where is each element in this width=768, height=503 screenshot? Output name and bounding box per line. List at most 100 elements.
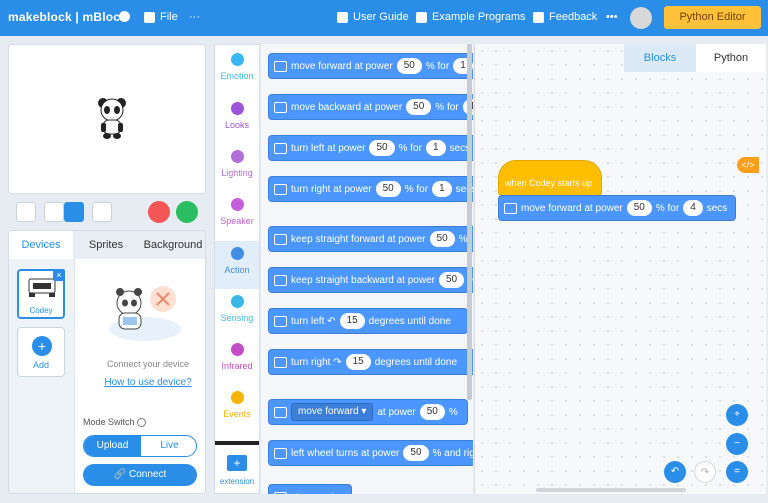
normal-stage-icon[interactable] [64,202,84,222]
add-device-button[interactable]: + Add [17,327,65,377]
block-text: degrees until done [368,315,451,327]
stop-icon[interactable] [148,201,170,223]
panda-sprite[interactable] [97,97,127,139]
category-divider [215,441,259,445]
category-emotion[interactable]: Emotion [215,47,259,95]
link-icon: 🔗 [113,469,127,480]
how-to-use-link[interactable]: How to use device? [104,377,192,388]
category-label: Action [224,265,250,275]
redo-icon[interactable]: ↷ [694,461,716,483]
value-input[interactable]: 50 [375,181,401,197]
green-flag-icon[interactable] [176,201,198,223]
value-input[interactable]: 50 [438,272,465,288]
file-label: File [160,11,178,23]
device-card-codey[interactable]: Codey × [17,269,65,319]
remove-device-icon[interactable]: × [53,269,65,281]
value-input[interactable]: 50 [429,231,455,247]
category-dot-icon [231,391,244,404]
value-input[interactable]: 50 [403,445,429,461]
palette-scrollbar[interactable] [467,44,472,400]
category-dot-icon [231,198,244,211]
more-menu[interactable]: ··· [189,11,200,23]
tab-sprites[interactable]: Sprites [88,239,124,251]
category-label: Sensing [220,313,254,323]
palette-block[interactable]: stop moving [268,484,352,494]
connect-button[interactable]: 🔗 Connect [83,464,197,486]
category-events[interactable]: Events [215,385,259,433]
category-dot-icon [231,295,244,308]
category-speaker[interactable]: Speaker [215,192,259,240]
codey-block-icon [274,274,287,286]
info-icon[interactable] [137,418,147,428]
block-text: move forward at power [291,60,393,72]
value-input[interactable]: 1 [425,140,446,156]
tab-devices[interactable]: Devices [9,231,73,259]
zoom-in-icon[interactable]: + [726,404,748,426]
seconds-input[interactable]: 4 [683,200,703,216]
power-input[interactable]: 50 [626,200,652,216]
code-view-icon[interactable]: </> [737,157,759,173]
value-input[interactable]: 15 [345,354,371,370]
codey-block-icon [274,315,287,327]
feedback-label: Feedback [549,11,598,23]
value-input[interactable]: 1 [432,181,452,197]
overflow-menu[interactable]: ••• [606,11,618,23]
zoom-out-icon[interactable]: − [726,433,748,455]
extension-button[interactable]: +extension [215,451,259,491]
grid-view-icon[interactable] [92,202,112,222]
plus-icon: + [32,336,52,356]
script-hscrollbar[interactable] [536,488,686,492]
tab-blocks[interactable]: Blocks [624,44,696,72]
category-label: Emotion [220,71,254,81]
extension-label: extension [219,477,255,486]
value-input[interactable]: 50 [406,99,432,115]
codey-icon [28,278,56,297]
value-input[interactable]: 50 [396,58,422,74]
block-text: % for [655,202,680,214]
mode-switch-text: Mode Switch [83,417,135,427]
tab-python[interactable]: Python [696,44,766,72]
tab-background[interactable]: Background [143,239,203,251]
category-sensing[interactable]: Sensing [215,289,259,337]
block-text: at power [377,406,416,418]
direction-dropdown[interactable]: move forward ▾ [291,403,374,421]
user-avatar[interactable] [630,7,652,29]
category-infrared[interactable]: Infrared [215,337,259,385]
category-lighting[interactable]: Lighting [215,144,259,192]
hat-block-codey-starts[interactable]: when Codey starts up [498,160,602,196]
file-menu[interactable]: File [144,11,178,23]
value-input[interactable]: 50 [369,140,395,156]
mode-live[interactable]: Live [160,440,179,451]
script-move-forward-block[interactable]: move forward at power 50 % for 4 secs [498,195,736,221]
user-guide-link[interactable]: User Guide [337,11,409,23]
device-tabs: Devices Sprites Background [9,231,205,259]
category-dot-icon [231,343,244,356]
value-input[interactable]: 15 [339,313,365,329]
codey-block-icon [274,142,287,154]
category-looks[interactable]: Looks [215,96,259,144]
script-area[interactable] [474,44,766,494]
mode-toggle[interactable]: Upload Live [83,435,197,457]
example-programs-link[interactable]: Example Programs [416,11,526,23]
python-editor-button[interactable]: Python Editor [664,6,761,29]
fullscreen-icon[interactable] [16,202,36,222]
reset-zoom-icon[interactable]: = [726,461,748,483]
language-button[interactable] [119,11,130,22]
small-stage-icon[interactable] [44,202,64,222]
mode-upload[interactable]: Upload [84,436,141,456]
value-input[interactable]: 50 [419,404,445,420]
category-action[interactable]: Action [215,241,259,289]
category-dot-icon [231,150,244,163]
undo-icon[interactable]: ↶ [664,461,686,483]
feedback-link[interactable]: Feedback [533,11,597,23]
